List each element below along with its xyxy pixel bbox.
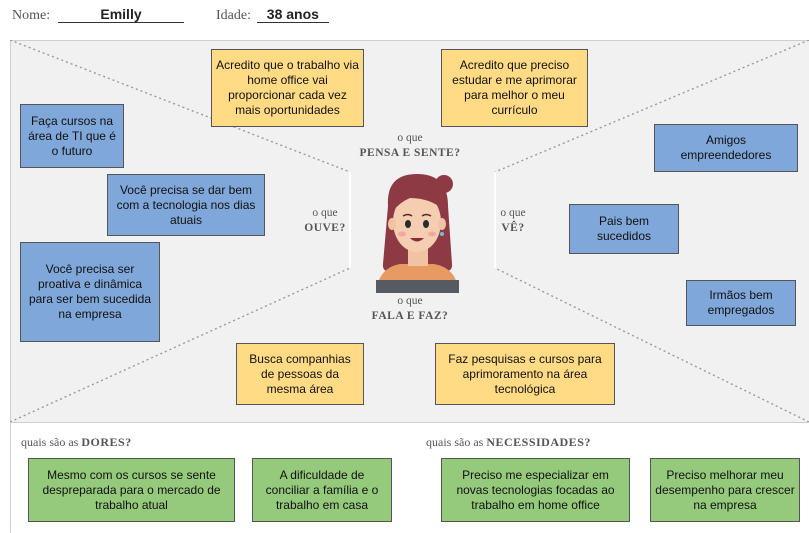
necessidades-title: quais são as NECESSIDADES? — [426, 435, 591, 449]
age-label: Idade: — [216, 8, 251, 23]
dores-item-2: A dificuldade de conciliar a família e o… — [252, 458, 392, 522]
name-value: Emilly — [58, 6, 184, 23]
label-ve: o que VÊ? — [500, 207, 526, 234]
note-fala-2: Faz pesquisas e cursos para aprimorament… — [435, 343, 615, 405]
quadrant-divider-lines — [10, 40, 809, 422]
note-pensa-1: Acredito que o trabalho via home office … — [211, 49, 364, 127]
note-ve-2: Pais bem sucedidos — [569, 204, 679, 254]
divider-bottom-left — [10, 267, 351, 422]
note-ouve-2: Você precisa se dar bem com a tecnologia… — [107, 174, 265, 236]
divider-top-left — [10, 40, 351, 173]
label-pensa-e-sente: o que PENSA E SENTE? — [359, 132, 461, 159]
necessidades-item-1: Preciso me especializar em novas tecnolo… — [441, 458, 630, 522]
note-fala-1: Busca companhias de pessoas da mesma áre… — [236, 343, 364, 405]
age-field: Idade: 38 anos — [216, 6, 329, 24]
name-field: Nome: Emilly — [12, 6, 184, 24]
divider-bottom-right — [494, 267, 809, 422]
divider-top-right — [494, 40, 809, 173]
note-ouve-1: Faça cursos na área de TI que é o futuro — [20, 104, 124, 168]
name-label: Nome: — [12, 8, 51, 23]
note-ouve-3: Você precisa ser proativa e dinâmica par… — [20, 242, 160, 342]
note-pensa-2: Acredito que preciso estudar e me aprimo… — [441, 49, 588, 127]
persona-avatar — [376, 174, 459, 293]
note-ve-1: Amigos empreendedores — [654, 124, 798, 172]
dores-item-1: Mesmo com os cursos se sente despreparad… — [28, 458, 235, 522]
label-ouve: o que OUVE? — [304, 207, 346, 234]
label-fala-e-faz: o que FALA E FAZ? — [371, 295, 449, 322]
age-value: 38 anos — [256, 6, 329, 23]
necessidades-item-2: Preciso melhorar meu desempenho para cre… — [650, 458, 800, 522]
dores-title: quais são as DORES? — [21, 435, 132, 449]
note-ve-3: Irmãos bem empregados — [686, 280, 796, 326]
